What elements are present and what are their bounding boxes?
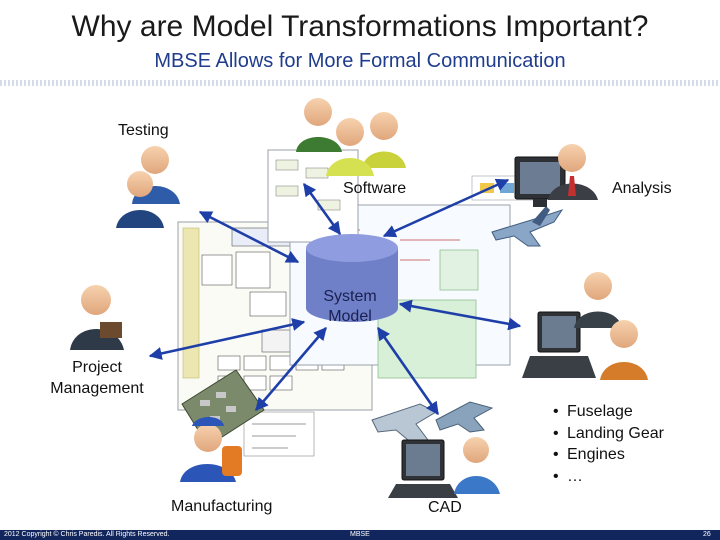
fighter-jet-icon	[435, 401, 494, 433]
testing-person-icon	[116, 146, 180, 228]
footer-center-label: MBSE	[350, 531, 370, 538]
cad-computer-icon	[388, 439, 458, 498]
decorative-band	[0, 80, 720, 86]
footer-copyright: 2012 Copyright © Chris Paredis. All Righ…	[4, 531, 170, 538]
list-item: •Fuselage	[553, 403, 633, 420]
system-model-line2: Model	[328, 308, 372, 325]
analysis-person-icon	[548, 144, 598, 200]
arrow-software	[302, 182, 342, 236]
slide-subtitle: MBSE Allows for More Formal Communicatio…	[154, 50, 566, 72]
label-manufacturing: Manufacturing	[171, 498, 273, 515]
aircraft-model-icon	[371, 403, 438, 441]
project-management-line1: Project	[72, 359, 122, 376]
label-testing: Testing	[118, 122, 169, 139]
project-manager-person-icon	[70, 285, 124, 350]
software-team-person-icon	[296, 98, 406, 176]
project-management-line2: Management	[50, 380, 144, 397]
list-item: •Engines	[553, 446, 625, 463]
label-cad: CAD	[428, 499, 462, 516]
arrow-testing	[198, 210, 300, 264]
list-item: •Landing Gear	[553, 424, 664, 442]
label-project-management: Project Management	[40, 357, 154, 399]
cad-person-icon	[574, 272, 648, 380]
list-item: •…	[553, 467, 583, 485]
connector-arrows	[148, 178, 522, 416]
arrow-cad-team	[398, 299, 522, 331]
database-icon	[306, 234, 398, 322]
label-system-model: System Model	[300, 287, 400, 327]
footer-bar	[0, 530, 720, 540]
laptop-icon	[522, 311, 596, 378]
footer-page-number: 26	[703, 531, 711, 538]
arrow-cad	[376, 326, 440, 416]
label-software: Software	[343, 180, 407, 197]
arrow-analysis	[382, 178, 510, 238]
label-analysis: Analysis	[612, 180, 672, 197]
gear-assembly-sheet	[243, 411, 315, 457]
arrow-manufacturing	[255, 327, 327, 411]
manufacturing-person-icon	[180, 417, 242, 482]
slide-title: Why are Model Transformations Important?	[71, 10, 649, 43]
cad-engineer-person-icon	[454, 437, 500, 494]
system-model-line1: System	[323, 288, 377, 305]
cad-components-list: •Fuselage •Landing Gear •Engines •…	[553, 401, 664, 487]
airplane-icon	[491, 206, 564, 247]
computer-icon	[514, 156, 566, 207]
